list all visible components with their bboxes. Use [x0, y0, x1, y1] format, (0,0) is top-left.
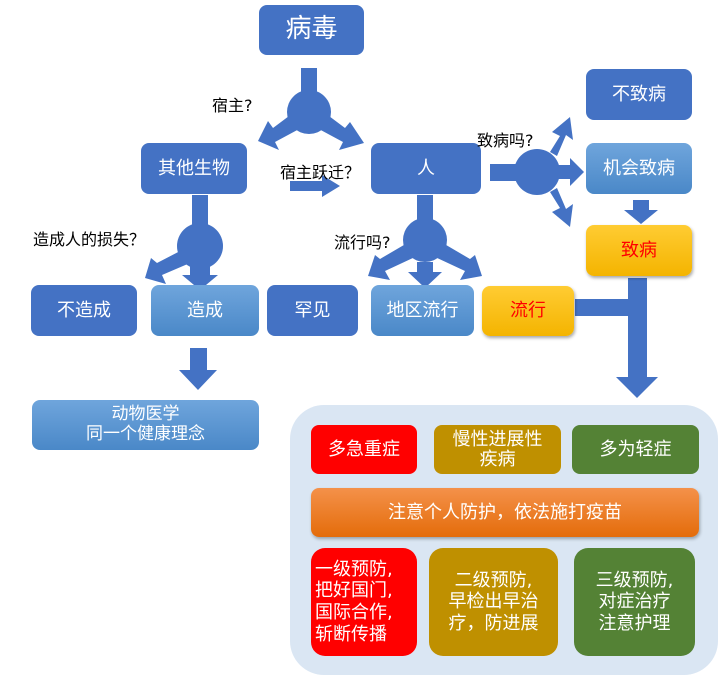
question-loss: 造成人的损失？: [33, 230, 146, 249]
prevention-secondary: 二级预防, 早检出早治 疗，防进展: [429, 548, 558, 656]
node-no-loss: 不造成: [31, 285, 137, 336]
question-pathogenic: 致病吗?: [477, 131, 534, 150]
node-human: 人: [371, 143, 481, 194]
virus-junction: [258, 68, 364, 150]
question-epidemic: 流行吗?: [334, 233, 391, 252]
severity-chronic: 慢性进展性疾病: [434, 425, 561, 474]
epidemic-connector: [575, 299, 640, 316]
node-causes-loss: 造成: [151, 285, 259, 336]
node-epidemic: 流行: [482, 286, 574, 336]
node-virus: 病毒: [259, 5, 364, 55]
node-pathogenic: 致病: [586, 225, 692, 276]
prevention-tertiary: 三级预防, 对症治疗 注意护理: [574, 548, 695, 656]
node-not-pathogenic: 不致病: [586, 69, 692, 120]
down-arrow-one-health: [179, 348, 217, 390]
host-jump-arrow: [290, 175, 340, 197]
prevention-primary: 一级预防, 把好国门, 国际合作, 斩断传播: [311, 548, 417, 656]
pathogenic-junction: [490, 117, 584, 227]
node-opportunistic: 机会致病: [586, 143, 692, 194]
question-host-jump: 宿主跃迁？: [280, 163, 361, 182]
epidemic-junction: [368, 195, 482, 288]
question-host: 宿主?: [212, 96, 253, 115]
severity-mild: 多为轻症: [572, 425, 699, 474]
node-one-health: 动物医学 同一个健康理念: [32, 400, 259, 450]
node-rare: 罕见: [267, 285, 358, 336]
severity-acute: 多急重症: [311, 425, 417, 474]
node-other-organisms: 其他生物: [141, 143, 247, 194]
loss-junction: [145, 195, 223, 290]
common-measure-bar: 注意个人防护，依法施打疫苗: [311, 488, 699, 537]
down-arrow-opportunistic: [624, 200, 658, 224]
node-regional-epidemic: 地区流行: [371, 285, 474, 336]
down-arrow-to-panel: [616, 278, 658, 398]
